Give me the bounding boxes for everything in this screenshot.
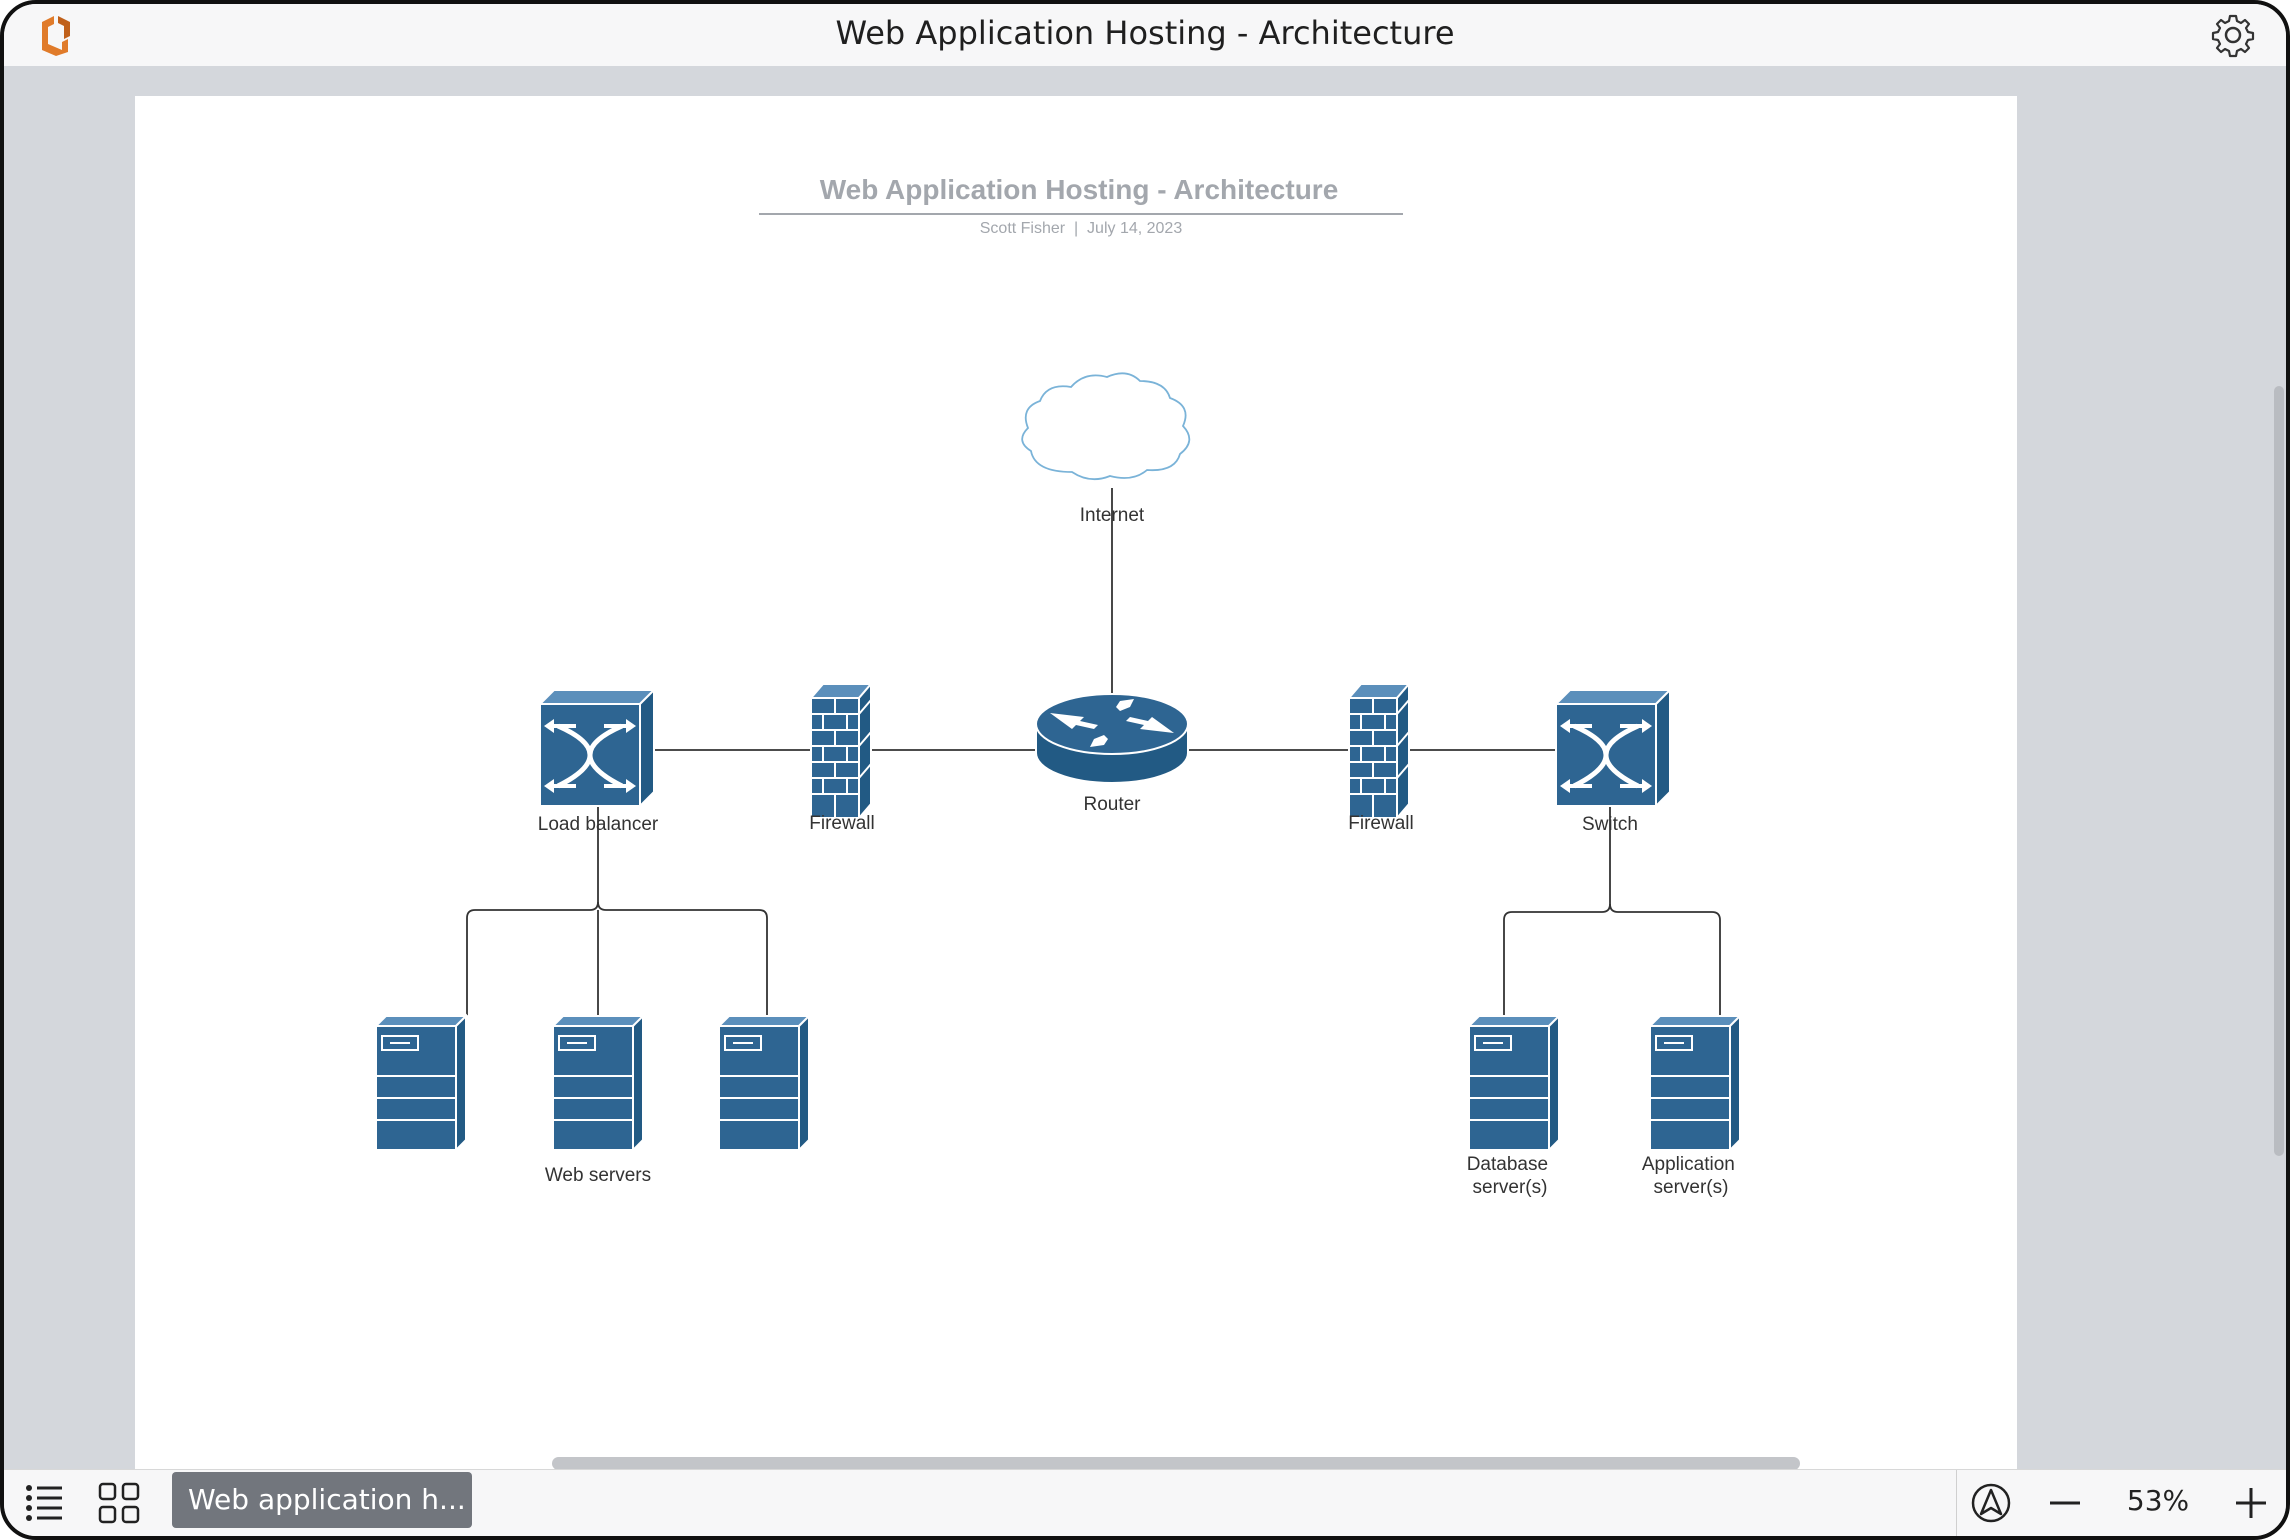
firewall-left-icon[interactable] — [810, 683, 872, 819]
canvas-area[interactable]: Web Application Hosting - Architecture S… — [4, 66, 2286, 1478]
horizontal-scrollbar[interactable] — [552, 1457, 1800, 1470]
toolbar-divider — [1956, 1470, 1957, 1536]
vertical-scrollbar[interactable] — [2274, 386, 2284, 1156]
list-icon[interactable] — [22, 1480, 68, 1526]
document-author: Scott Fisher — [979, 220, 1066, 237]
load-balancer-icon[interactable] — [540, 690, 654, 806]
internet-cloud-icon[interactable] — [1021, 372, 1191, 481]
architecture-diagram: Internet Router Firewall Firewall — [375, 372, 1741, 1198]
app-logo-icon — [42, 16, 70, 56]
title-divider — [759, 213, 1403, 215]
page-tab[interactable]: Web application h... — [172, 1472, 472, 1528]
firewall-right-icon[interactable] — [1348, 683, 1410, 819]
switch-label: Switch — [1582, 814, 1638, 835]
connectors — [466, 488, 1721, 1016]
meta-separator: | — [1074, 220, 1079, 237]
diagram-page[interactable]: Web Application Hosting - Architecture S… — [135, 96, 2017, 1478]
firewall-left-label: Firewall — [809, 813, 874, 834]
database-server-icon[interactable] — [1468, 1015, 1560, 1151]
bottom-toolbar: Web application h... 53% — [4, 1469, 2286, 1536]
minus-icon[interactable] — [2042, 1480, 2088, 1526]
document-title[interactable]: Web Application Hosting - Architecture — [819, 174, 1339, 205]
document-meta[interactable]: Scott Fisher | July 14, 2023 — [759, 220, 1403, 238]
router-label: Router — [1083, 794, 1141, 815]
window-title: Web Application Hosting - Architecture — [835, 14, 1455, 52]
router-icon[interactable] — [1035, 693, 1189, 784]
navigation-icon[interactable] — [1968, 1480, 2014, 1526]
grid-icon[interactable] — [96, 1480, 142, 1526]
firewall-right-label: Firewall — [1348, 813, 1413, 834]
internet-label: Internet — [1080, 505, 1145, 526]
application-servers-label-line1: Application — [1642, 1154, 1735, 1175]
database-servers-label: Database server(s) — [1467, 1154, 1554, 1198]
plus-icon[interactable] — [2228, 1480, 2274, 1526]
application-server-icon[interactable] — [1649, 1015, 1741, 1151]
gear-icon[interactable] — [2210, 12, 2256, 58]
web-servers-label: Web servers — [545, 1165, 651, 1186]
web-server-2-icon[interactable] — [552, 1015, 644, 1151]
switch-icon[interactable] — [1556, 690, 1670, 806]
web-server-3-icon[interactable] — [718, 1015, 810, 1151]
application-servers-label: Application server(s) — [1642, 1154, 1740, 1198]
zoom-level[interactable]: 53% — [2126, 1484, 2190, 1517]
document-date: July 14, 2023 — [1087, 220, 1183, 237]
database-servers-label-line1: Database — [1467, 1154, 1548, 1175]
web-server-1-icon[interactable] — [375, 1015, 467, 1151]
database-servers-label-line2: server(s) — [1473, 1177, 1548, 1198]
load-balancer-label: Load balancer — [538, 814, 659, 835]
title-bar: Web Application Hosting - Architecture — [4, 4, 2286, 67]
application-servers-label-line2: server(s) — [1654, 1177, 1729, 1198]
